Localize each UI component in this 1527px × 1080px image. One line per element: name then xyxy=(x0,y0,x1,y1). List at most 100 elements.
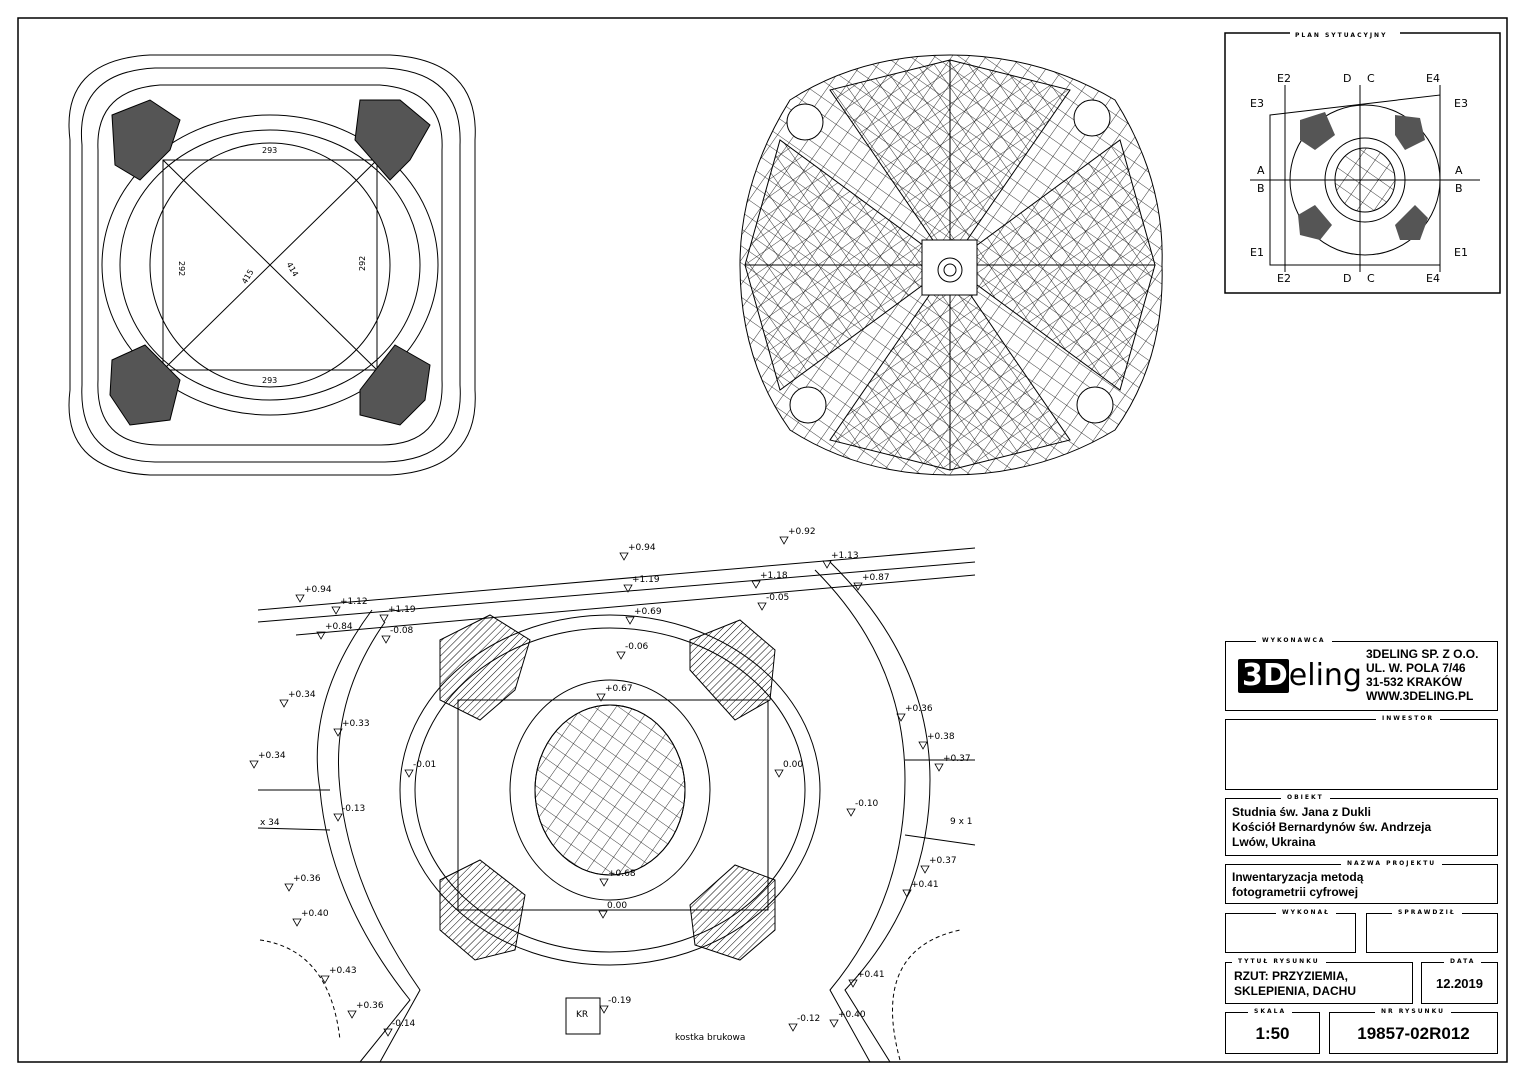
level-label: +0.40 xyxy=(301,909,329,919)
company-name: 3DELING SP. Z O.O. xyxy=(1366,647,1479,661)
level-triangle-icon xyxy=(902,889,912,898)
level-triangle-icon xyxy=(249,760,259,769)
level-label: +1.19 xyxy=(632,575,660,585)
level-triangle-icon xyxy=(333,728,343,737)
level-label: +0.87 xyxy=(862,573,890,583)
level-triangle-icon xyxy=(295,594,305,603)
tytul-line: SKLEPIENIA, DACHU xyxy=(1234,984,1357,998)
nr-rysunku-box: NR RYSUNKU 19857-02R012 xyxy=(1329,1007,1498,1054)
level-label: +1.18 xyxy=(760,571,788,581)
level-triangle-icon xyxy=(853,582,863,591)
company-address: 3DELING SP. Z O.O. UL. W. POLA 7/46 31-5… xyxy=(1366,647,1478,703)
level-label: +0.41 xyxy=(857,970,885,980)
nr-rysunku-caption: NR RYSUNKU xyxy=(1375,1007,1451,1017)
wykonal-caption: WYKONAŁ xyxy=(1276,908,1336,918)
obiekt-line: Lwów, Ukraina xyxy=(1232,835,1316,849)
tytul-caption: TYTUŁ RYSUNKU xyxy=(1232,957,1326,967)
company-website: WWW.3DELING.PL xyxy=(1366,689,1474,703)
level-label: +0.41 xyxy=(911,880,939,890)
marker-a-left: A xyxy=(1257,164,1265,177)
level-label: -0.08 xyxy=(390,626,414,636)
dim-diag-1: 415 xyxy=(240,268,255,286)
level-label: +0.69 xyxy=(634,607,662,617)
nazwa-projektu-caption: NAZWA PROJEKTU xyxy=(1341,859,1443,869)
marker-e4-bottom: E4 xyxy=(1426,272,1440,285)
scale-value: 1:50 xyxy=(1255,1024,1290,1043)
level-label: +0.36 xyxy=(293,874,321,884)
level-triangle-icon xyxy=(829,1019,839,1028)
level-markers: +0.92+0.94+1.13+1.19+1.18+0.87+0.94+1.12… xyxy=(249,527,971,1037)
marker-e3-left: E3 xyxy=(1250,97,1264,110)
level-triangle-icon xyxy=(788,1023,798,1032)
obiekt-text: Studnia św. Jana z Dukli Kościół Bernard… xyxy=(1232,805,1431,850)
vault-plan xyxy=(739,54,1163,476)
skala-box: SKALA 1:50 xyxy=(1225,1007,1320,1054)
level-triangle-icon xyxy=(751,580,761,589)
dim-diag-2: 414 xyxy=(285,261,300,279)
level-label: -0.14 xyxy=(392,1019,416,1029)
level-triangle-icon xyxy=(347,1010,357,1019)
level-label: +1.12 xyxy=(340,597,368,607)
level-triangle-icon xyxy=(596,693,606,702)
nazwa-line: Inwentaryzacja metodą xyxy=(1232,870,1364,884)
level-triangle-icon xyxy=(383,1028,393,1037)
company-street: UL. W. POLA 7/46 xyxy=(1366,661,1466,675)
level-triangle-icon xyxy=(279,699,289,708)
level-triangle-icon xyxy=(774,769,784,778)
level-triangle-icon xyxy=(848,979,858,988)
level-label: +1.13 xyxy=(831,551,859,561)
paving-label: kostka brukowa xyxy=(675,1033,745,1043)
wykonal-box: WYKONAŁ xyxy=(1225,908,1356,953)
roof-plan: 293 292 415 414 292 293 xyxy=(68,54,476,476)
level-triangle-icon xyxy=(757,602,767,611)
level-label: +0.92 xyxy=(788,527,816,537)
level-label: +0.36 xyxy=(905,704,933,714)
level-triangle-icon xyxy=(598,910,608,919)
level-label: +0.34 xyxy=(288,690,316,700)
stairs-right-label: 9 x 1 xyxy=(950,817,973,827)
nazwa-projektu-text: Inwentaryzacja metodą fotogrametrii cyfr… xyxy=(1232,870,1363,900)
marker-d-bottom: D xyxy=(1343,272,1351,285)
stairs-left-label: x 34 xyxy=(260,818,280,828)
obiekt-line: Kościół Bernardynów św. Andrzeja xyxy=(1232,820,1432,834)
ground-plan xyxy=(257,547,976,1063)
dim-top: 293 xyxy=(262,146,277,155)
kr-label: KR xyxy=(576,1010,588,1020)
marker-e1-left: E1 xyxy=(1250,246,1264,259)
marker-b-left: B xyxy=(1257,182,1265,195)
marker-e2-top: E2 xyxy=(1277,72,1291,85)
inwestor-caption: INWESTOR xyxy=(1376,714,1441,724)
level-label: -0.13 xyxy=(342,804,365,814)
level-label: +1.19 xyxy=(388,605,416,615)
level-triangle-icon xyxy=(625,616,635,625)
level-triangle-icon xyxy=(896,713,906,722)
level-label: +0.84 xyxy=(325,622,353,632)
inwestor-box: INWESTOR xyxy=(1225,714,1498,790)
marker-d-top: D xyxy=(1343,72,1351,85)
level-triangle-icon xyxy=(846,808,856,817)
dim-left: 292 xyxy=(177,261,186,276)
skala-caption: SKALA xyxy=(1248,1007,1293,1017)
tytul-box: TYTUŁ RYSUNKU RZUT: PRZYZIEMIA, SKLEPIEN… xyxy=(1225,957,1413,1004)
level-label: -0.01 xyxy=(413,760,436,770)
level-label: +0.37 xyxy=(943,754,971,764)
level-triangle-icon xyxy=(331,606,341,615)
level-label: +0.37 xyxy=(929,856,957,866)
level-label: +0.68 xyxy=(608,869,636,879)
obiekt-box: OBIEKT Studnia św. Jana z Dukli Kościół … xyxy=(1225,793,1498,856)
level-label: 0.00 xyxy=(783,760,803,770)
level-label: -0.12 xyxy=(797,1014,820,1024)
nazwa-line: fotogrametrii cyfrowej xyxy=(1232,885,1359,899)
tytul-text: RZUT: PRZYZIEMIA, SKLEPIENIA, DACHU xyxy=(1234,969,1356,999)
level-triangle-icon xyxy=(599,878,609,887)
level-triangle-icon xyxy=(379,614,389,623)
level-triangle-icon xyxy=(934,763,944,772)
level-triangle-icon xyxy=(616,651,626,660)
level-triangle-icon xyxy=(404,769,414,778)
logo-mark: 3D xyxy=(1238,659,1289,693)
level-triangle-icon xyxy=(333,813,343,822)
plan-sytuacyjny-title: PLAN SYTUACYJNY xyxy=(1295,32,1387,39)
logo-text: eling xyxy=(1288,658,1362,693)
